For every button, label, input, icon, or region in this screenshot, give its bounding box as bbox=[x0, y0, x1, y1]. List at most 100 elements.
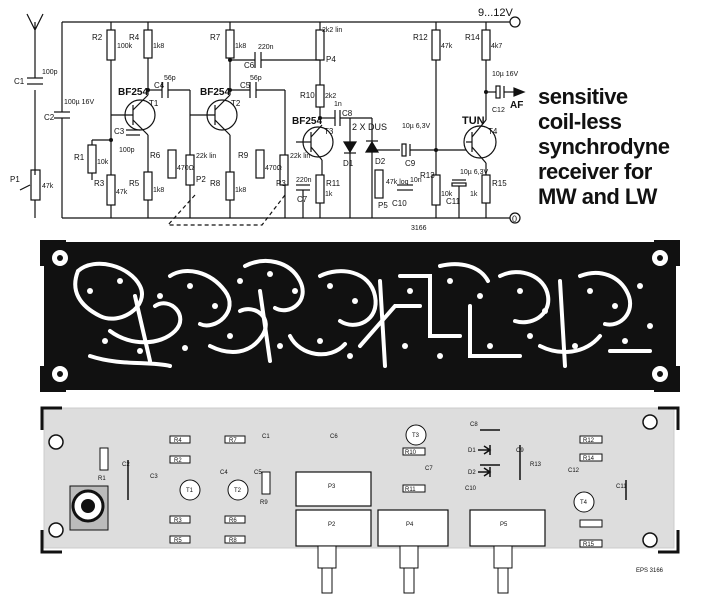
layout-label-t4: T4 bbox=[580, 500, 588, 506]
r15-label: R15 bbox=[492, 179, 507, 188]
r8-value: 1k8 bbox=[235, 187, 246, 194]
layout-label-t2: T2 bbox=[234, 488, 242, 494]
t4-ref: T4 bbox=[488, 127, 498, 136]
layout-label-t3: T3 bbox=[412, 433, 420, 439]
r14-value: 4k7 bbox=[491, 43, 502, 50]
t1-type: BF254 bbox=[118, 87, 148, 98]
layout-label-r1: R1 bbox=[98, 476, 106, 482]
layout-label-c6: C6 bbox=[330, 434, 338, 440]
r2-value: 100k bbox=[117, 43, 133, 50]
t3-ref: T3 bbox=[324, 127, 334, 136]
layout-label-r15: R15 bbox=[583, 542, 595, 548]
r3-value: 47k bbox=[116, 189, 128, 196]
d2-label: D2 bbox=[375, 157, 386, 166]
title-line-5: MW and LW bbox=[538, 184, 657, 209]
c12-label: C12 bbox=[492, 107, 505, 114]
layout-label-t1: T1 bbox=[186, 488, 194, 494]
layout-label-c12: C12 bbox=[568, 468, 580, 474]
c11-value: 10µ 6,3V bbox=[460, 169, 488, 176]
r10-value: 2k2 bbox=[325, 93, 336, 100]
c8-label: C8 bbox=[342, 109, 353, 118]
p3-label: P3 bbox=[276, 179, 286, 188]
layout-label-c11: C11 bbox=[616, 484, 627, 490]
layout-label-r6: R6 bbox=[229, 518, 237, 524]
layout-label-r3: R3 bbox=[174, 518, 182, 524]
r9-label: R9 bbox=[238, 151, 249, 160]
t1-ref: T1 bbox=[149, 99, 159, 108]
p1-value: 47k bbox=[42, 183, 54, 190]
layout-label-d1: D1 bbox=[468, 448, 476, 454]
layout-label-p3: P3 bbox=[328, 484, 336, 490]
c7-label: C7 bbox=[297, 195, 308, 204]
c10-value: 10n bbox=[410, 177, 422, 184]
supply-label: 9...12V bbox=[478, 7, 514, 19]
r11-value: 1k bbox=[325, 191, 333, 198]
t4-type: TUN bbox=[462, 115, 485, 127]
c1-value: 100p bbox=[42, 69, 58, 76]
p5-value: 47k log bbox=[386, 179, 409, 186]
layout-label-r9: R9 bbox=[260, 500, 268, 506]
c10-label: C10 bbox=[392, 199, 407, 208]
r5-value: 1k8 bbox=[153, 187, 164, 194]
title-line-2: coil-less bbox=[538, 109, 622, 134]
r6-label: R6 bbox=[150, 151, 161, 160]
c11-label: C11 bbox=[446, 197, 461, 206]
title-line-1: sensitive bbox=[538, 84, 628, 109]
drawing-number: 3166 bbox=[411, 225, 427, 232]
r7-label: R7 bbox=[210, 33, 221, 42]
layout-label-c7: C7 bbox=[425, 466, 433, 472]
p1-knob bbox=[69, 485, 109, 531]
layout-label-c8: C8 bbox=[470, 422, 478, 428]
c7-value: 220n bbox=[296, 177, 312, 184]
layout-label-r11: R11 bbox=[405, 487, 416, 493]
layout-label-c10: C10 bbox=[465, 486, 477, 492]
t2-ref: T2 bbox=[231, 99, 241, 108]
title-line-4: receiver for bbox=[538, 159, 652, 184]
layout-label-p2: P2 bbox=[328, 522, 336, 528]
layout-label-c4: C4 bbox=[220, 470, 228, 476]
r6-value: 470Ω bbox=[177, 165, 194, 172]
c5-label: C5 bbox=[240, 81, 251, 90]
r9-value: 470Ω bbox=[265, 165, 282, 172]
layout-label-c2: C2 bbox=[122, 462, 130, 468]
r8-label: R8 bbox=[210, 179, 221, 188]
layout-label-r13: R13 bbox=[530, 462, 542, 468]
r15-value: 1k bbox=[470, 191, 478, 198]
article-title: sensitive coil-less synchrodyne receiver… bbox=[538, 84, 670, 209]
layout-label-c9: C9 bbox=[516, 448, 524, 454]
p4-label: P4 bbox=[326, 55, 336, 64]
t3-type: BF254 bbox=[292, 116, 322, 127]
p2-label: P2 bbox=[196, 175, 206, 184]
layout-label-r4: R4 bbox=[174, 438, 182, 444]
c6-value: 220n bbox=[258, 44, 274, 51]
pcb-copper-layout bbox=[40, 240, 680, 392]
layout-label-c5: C5 bbox=[254, 470, 262, 476]
r12-value: 47k bbox=[441, 43, 453, 50]
layout-label-d2: D2 bbox=[468, 470, 476, 476]
c2-value: 100µ 16V bbox=[64, 99, 94, 106]
component-overlay: R4 R2 R7 R6 R1 R3 R5 R8 R9 R10 R11 R13 R… bbox=[40, 406, 680, 594]
pcb-label: EPS 3166 bbox=[636, 568, 664, 574]
r13-value: 10k bbox=[441, 191, 453, 198]
c5-value: 56p bbox=[250, 75, 262, 82]
r4-label: R4 bbox=[129, 33, 140, 42]
layout-label-r5: R5 bbox=[174, 538, 182, 544]
p4-value: 2k2 lin bbox=[322, 27, 342, 34]
layout-label-r8: R8 bbox=[229, 538, 237, 544]
p5-label: P5 bbox=[378, 201, 388, 210]
r3-label: R3 bbox=[94, 179, 105, 188]
r11-label: R11 bbox=[326, 179, 341, 188]
layout-label-r7: R7 bbox=[229, 438, 237, 444]
layout-label-r14: R14 bbox=[583, 456, 595, 462]
c8-value: 1n bbox=[334, 101, 342, 108]
r13-label: R13 bbox=[420, 171, 435, 180]
r2-label: R2 bbox=[92, 33, 103, 42]
layout-label-p4: P4 bbox=[406, 522, 414, 528]
c1-label: C1 bbox=[14, 77, 25, 86]
layout-label-r10: R10 bbox=[405, 450, 417, 456]
r12-label: R12 bbox=[413, 33, 428, 42]
t2-type: BF254 bbox=[200, 87, 230, 98]
layout-label-p5: P5 bbox=[500, 522, 508, 528]
r7-value: 1k8 bbox=[235, 43, 246, 50]
